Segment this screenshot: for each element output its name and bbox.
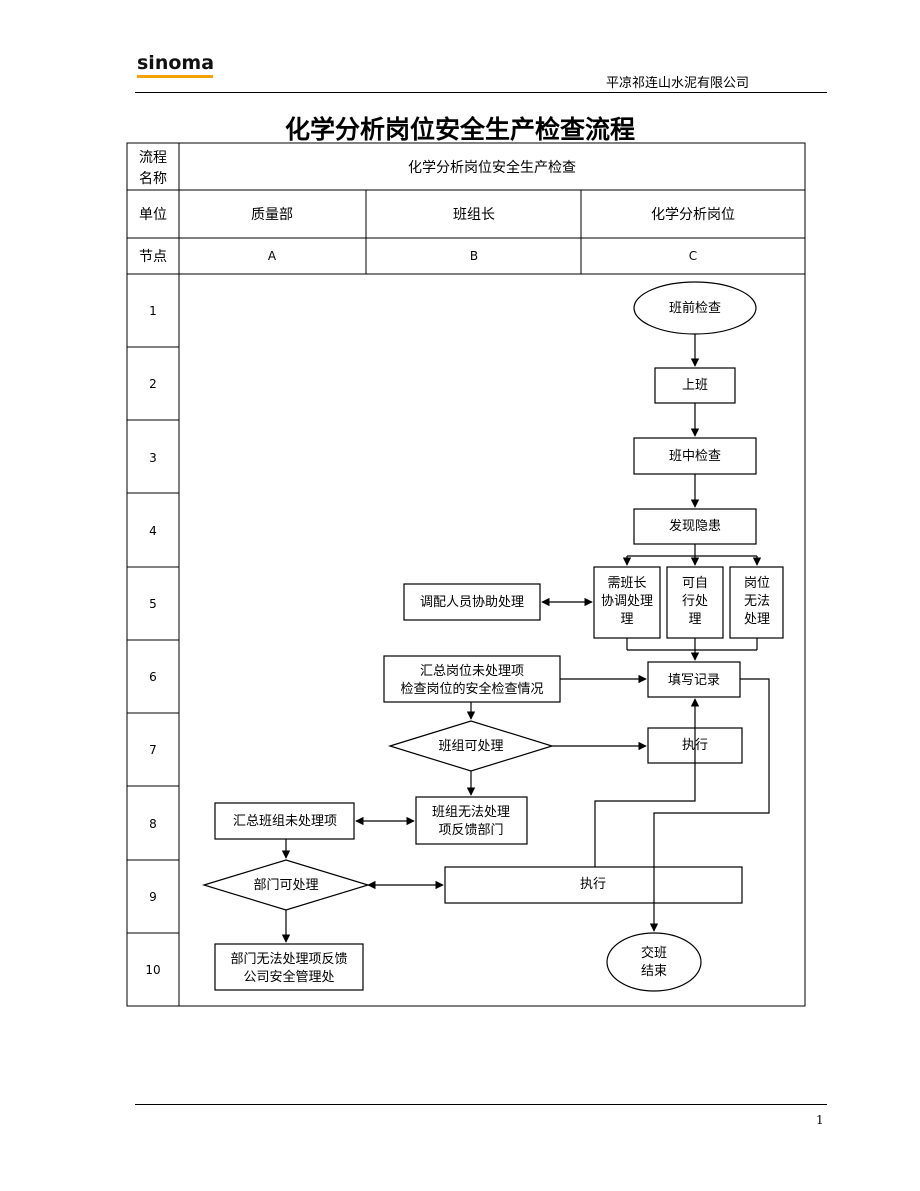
flow-name-value: 化学分析岗位安全生产检查: [408, 159, 576, 176]
team-decision-label: 班组可处理: [438, 739, 503, 754]
cannot-handle-label: 无法: [744, 594, 770, 609]
step-number: 5: [149, 597, 157, 611]
node-a: A: [268, 249, 277, 263]
node-c: C: [689, 249, 697, 263]
need-leader-label: 协调处理: [601, 594, 653, 609]
find-hazard-label: 发现隐患: [669, 518, 721, 534]
cannot-handle-label: 处理: [744, 612, 770, 627]
fill-record-box: [647, 661, 741, 698]
self-handle-label: 理: [688, 612, 701, 627]
dept-cannot-label: 公司安全管理处: [243, 969, 334, 985]
step-number: 9: [149, 890, 157, 904]
execute-team-label: 执行: [682, 738, 708, 753]
team-cannot-label: 班组无法处理: [432, 805, 510, 820]
assign-help-label: 调配人员协助处理: [420, 595, 524, 610]
table-grid: [126, 142, 806, 1007]
execute-dept-box: [444, 866, 743, 904]
step-number: 7: [149, 743, 157, 757]
fill-record-label: 填写记录: [668, 673, 720, 688]
unit-label: 单位: [139, 207, 167, 223]
self-handle-box: [666, 566, 724, 639]
mid-check-label: 班中检查: [669, 449, 721, 464]
unit-quality-dept: 质量部: [251, 207, 293, 223]
company-name: 平凉祁连山水泥有限公司: [606, 76, 750, 91]
team-cannot-box: [415, 796, 528, 845]
need-leader-label: 需班长: [607, 576, 646, 591]
step-number: 4: [149, 524, 157, 538]
page-number: 1: [816, 1113, 824, 1127]
self-handle-label: 行处: [682, 594, 708, 609]
dept-cannot-box: [214, 943, 364, 991]
team-cannot-label: 项反馈部门: [438, 823, 503, 838]
step-number: 8: [149, 817, 157, 831]
summarize-post-label: 检查岗位的安全检查情况: [400, 681, 543, 697]
step-number: 1: [149, 304, 157, 318]
unit-chem-post: 化学分析岗位: [651, 207, 735, 223]
need-leader-label: 理: [620, 612, 633, 627]
step-number: 3: [149, 451, 157, 465]
unit-team-leader: 班组长: [453, 207, 495, 223]
header-rule: [135, 92, 827, 93]
self-handle-label: 可自: [682, 576, 708, 591]
end-label: 结束: [641, 964, 667, 979]
summarize-post-label: 汇总岗位未处理项: [420, 664, 524, 679]
document-title: 化学分析岗位安全生产检查流程: [284, 115, 635, 144]
step-number: 2: [149, 377, 157, 391]
step-number: 6: [149, 670, 157, 684]
need-leader-box: [593, 566, 661, 639]
dept-decision-label: 部门可处理: [253, 878, 318, 893]
node-b: B: [470, 249, 478, 263]
cannot-handle-label: 岗位: [744, 576, 770, 591]
dept-cannot-label: 部门无法处理项反馈: [230, 952, 347, 967]
find-hazard-box: [633, 508, 757, 545]
connector-lines: [281, 334, 770, 943]
end-label: 交班: [641, 945, 667, 961]
flow-name-label-2: 名称: [139, 171, 167, 187]
flow-name-label-1: 流程: [139, 150, 167, 166]
shift-on-label: 上班: [682, 378, 708, 393]
footer-rule: [135, 1104, 827, 1105]
end-node: [606, 932, 702, 992]
sinoma-logo: sinoma: [137, 52, 215, 74]
summarize-team-label: 汇总班组未处理项: [233, 814, 337, 829]
start-label: 班前检查: [669, 300, 721, 316]
step-number: 10: [145, 963, 160, 977]
execute-dept-label: 执行: [580, 877, 606, 892]
node-label: 节点: [139, 249, 167, 265]
logo-accent-bar: [137, 75, 213, 78]
mid-check-box: [633, 437, 757, 475]
summarize-team-box: [214, 802, 355, 840]
assign-help-box: [403, 583, 541, 621]
